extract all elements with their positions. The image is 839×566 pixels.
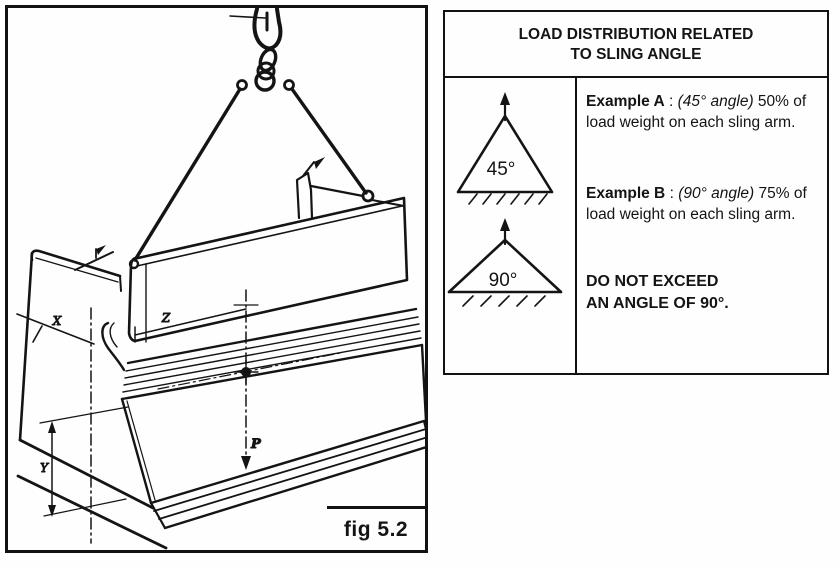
- example-b-separator: :: [665, 185, 679, 202]
- reference-mark-top: [74, 245, 114, 271]
- sling-angle-90-diagram: 90°: [447, 218, 563, 307]
- figure-caption: fig 5.2: [343, 517, 409, 541]
- dimension-x-label: X: [52, 314, 62, 328]
- warning-text: DO NOT EXCEED AN ANGLE OF 90°.: [586, 271, 817, 315]
- dimension-z: Z: [134, 304, 259, 343]
- figure-caption-box: fig 5.2: [327, 506, 425, 550]
- load-p-label: P: [250, 437, 262, 452]
- figure-frame: Z X Y P fig 5.2: [5, 5, 428, 553]
- sling-angle-info-box: LOAD DISTRIBUTION RELATED TO SLING ANGLE…: [443, 10, 829, 375]
- example-b-name: Example B: [586, 185, 666, 202]
- sling-legs: [128, 87, 405, 270]
- example-a-text: Example A : (45° angle) 50% of load weig…: [586, 91, 817, 133]
- example-a-name: Example A: [586, 93, 665, 110]
- crane-hook-icon: [229, 8, 295, 92]
- lifting-lug: [295, 157, 365, 220]
- warning-line1: DO NOT EXCEED: [586, 273, 719, 290]
- lifting-diagram: Z X Y P: [16, 8, 425, 550]
- ground-hatching: [468, 193, 548, 205]
- example-a-angle-note: (45° angle): [677, 93, 754, 110]
- info-box-title-line2: TO SLING ANGLE: [570, 46, 702, 63]
- example-b-body: 75% of load weight on each sling arm.: [586, 185, 807, 223]
- upper-blade: [127, 196, 409, 343]
- angle-90-label: 90°: [489, 270, 518, 291]
- dimension-y-label: Y: [40, 461, 49, 475]
- info-box-body: 45° 90° Example A : (45° angle) 50% of l…: [445, 78, 827, 373]
- dimension-z-label: Z: [161, 311, 171, 325]
- example-a-separator: :: [664, 93, 678, 110]
- load-arrow-p: P: [241, 437, 263, 470]
- angle-45-label: 45°: [487, 159, 516, 180]
- info-box-title: LOAD DISTRIBUTION RELATED TO SLING ANGLE: [445, 12, 827, 78]
- center-of-gravity-marker: [233, 359, 259, 385]
- warning-line2: AN ANGLE OF 90°.: [586, 295, 729, 312]
- sling-angle-45-diagram: 45°: [456, 92, 554, 205]
- ground-hatching: [462, 295, 546, 307]
- triangle-diagrams-column: 45° 90°: [445, 78, 577, 373]
- lower-beam: [101, 307, 425, 530]
- example-b-angle-note: (90° angle): [678, 185, 755, 202]
- examples-text-column: Example A : (45° angle) 50% of load weig…: [577, 78, 827, 373]
- back-plate: [16, 249, 168, 550]
- example-a-body: 50% of load weight on each sling arm.: [586, 93, 807, 131]
- dimension-y: Y: [39, 406, 129, 517]
- info-box-title-line1: LOAD DISTRIBUTION RELATED: [518, 26, 754, 43]
- example-b-text: Example B : (90° angle) 75% of load weig…: [586, 183, 817, 225]
- dimension-x: X: [32, 314, 62, 343]
